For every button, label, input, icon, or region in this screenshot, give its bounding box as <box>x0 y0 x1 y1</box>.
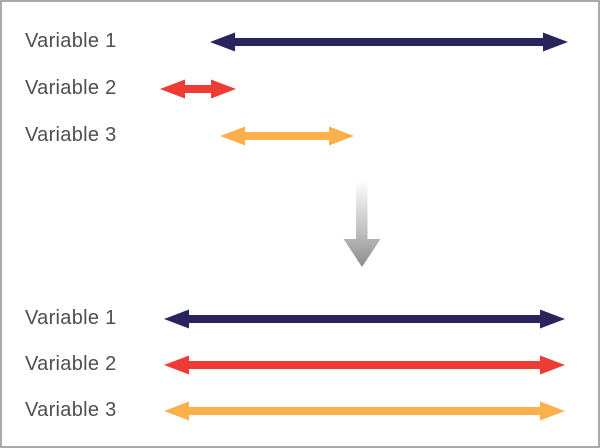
range-arrow <box>210 32 568 52</box>
range-arrow <box>164 355 565 375</box>
range-arrow <box>220 126 354 146</box>
variable-label: Variable 1 <box>25 307 117 330</box>
range-arrow <box>160 79 236 99</box>
variable-label: Variable 2 <box>25 353 117 376</box>
variable-label: Variable 1 <box>25 30 117 53</box>
variable-label: Variable 3 <box>25 399 117 422</box>
range-arrow <box>164 401 565 421</box>
variable-label: Variable 2 <box>25 77 117 100</box>
variable-label: Variable 3 <box>25 124 117 147</box>
range-arrow <box>164 309 565 329</box>
